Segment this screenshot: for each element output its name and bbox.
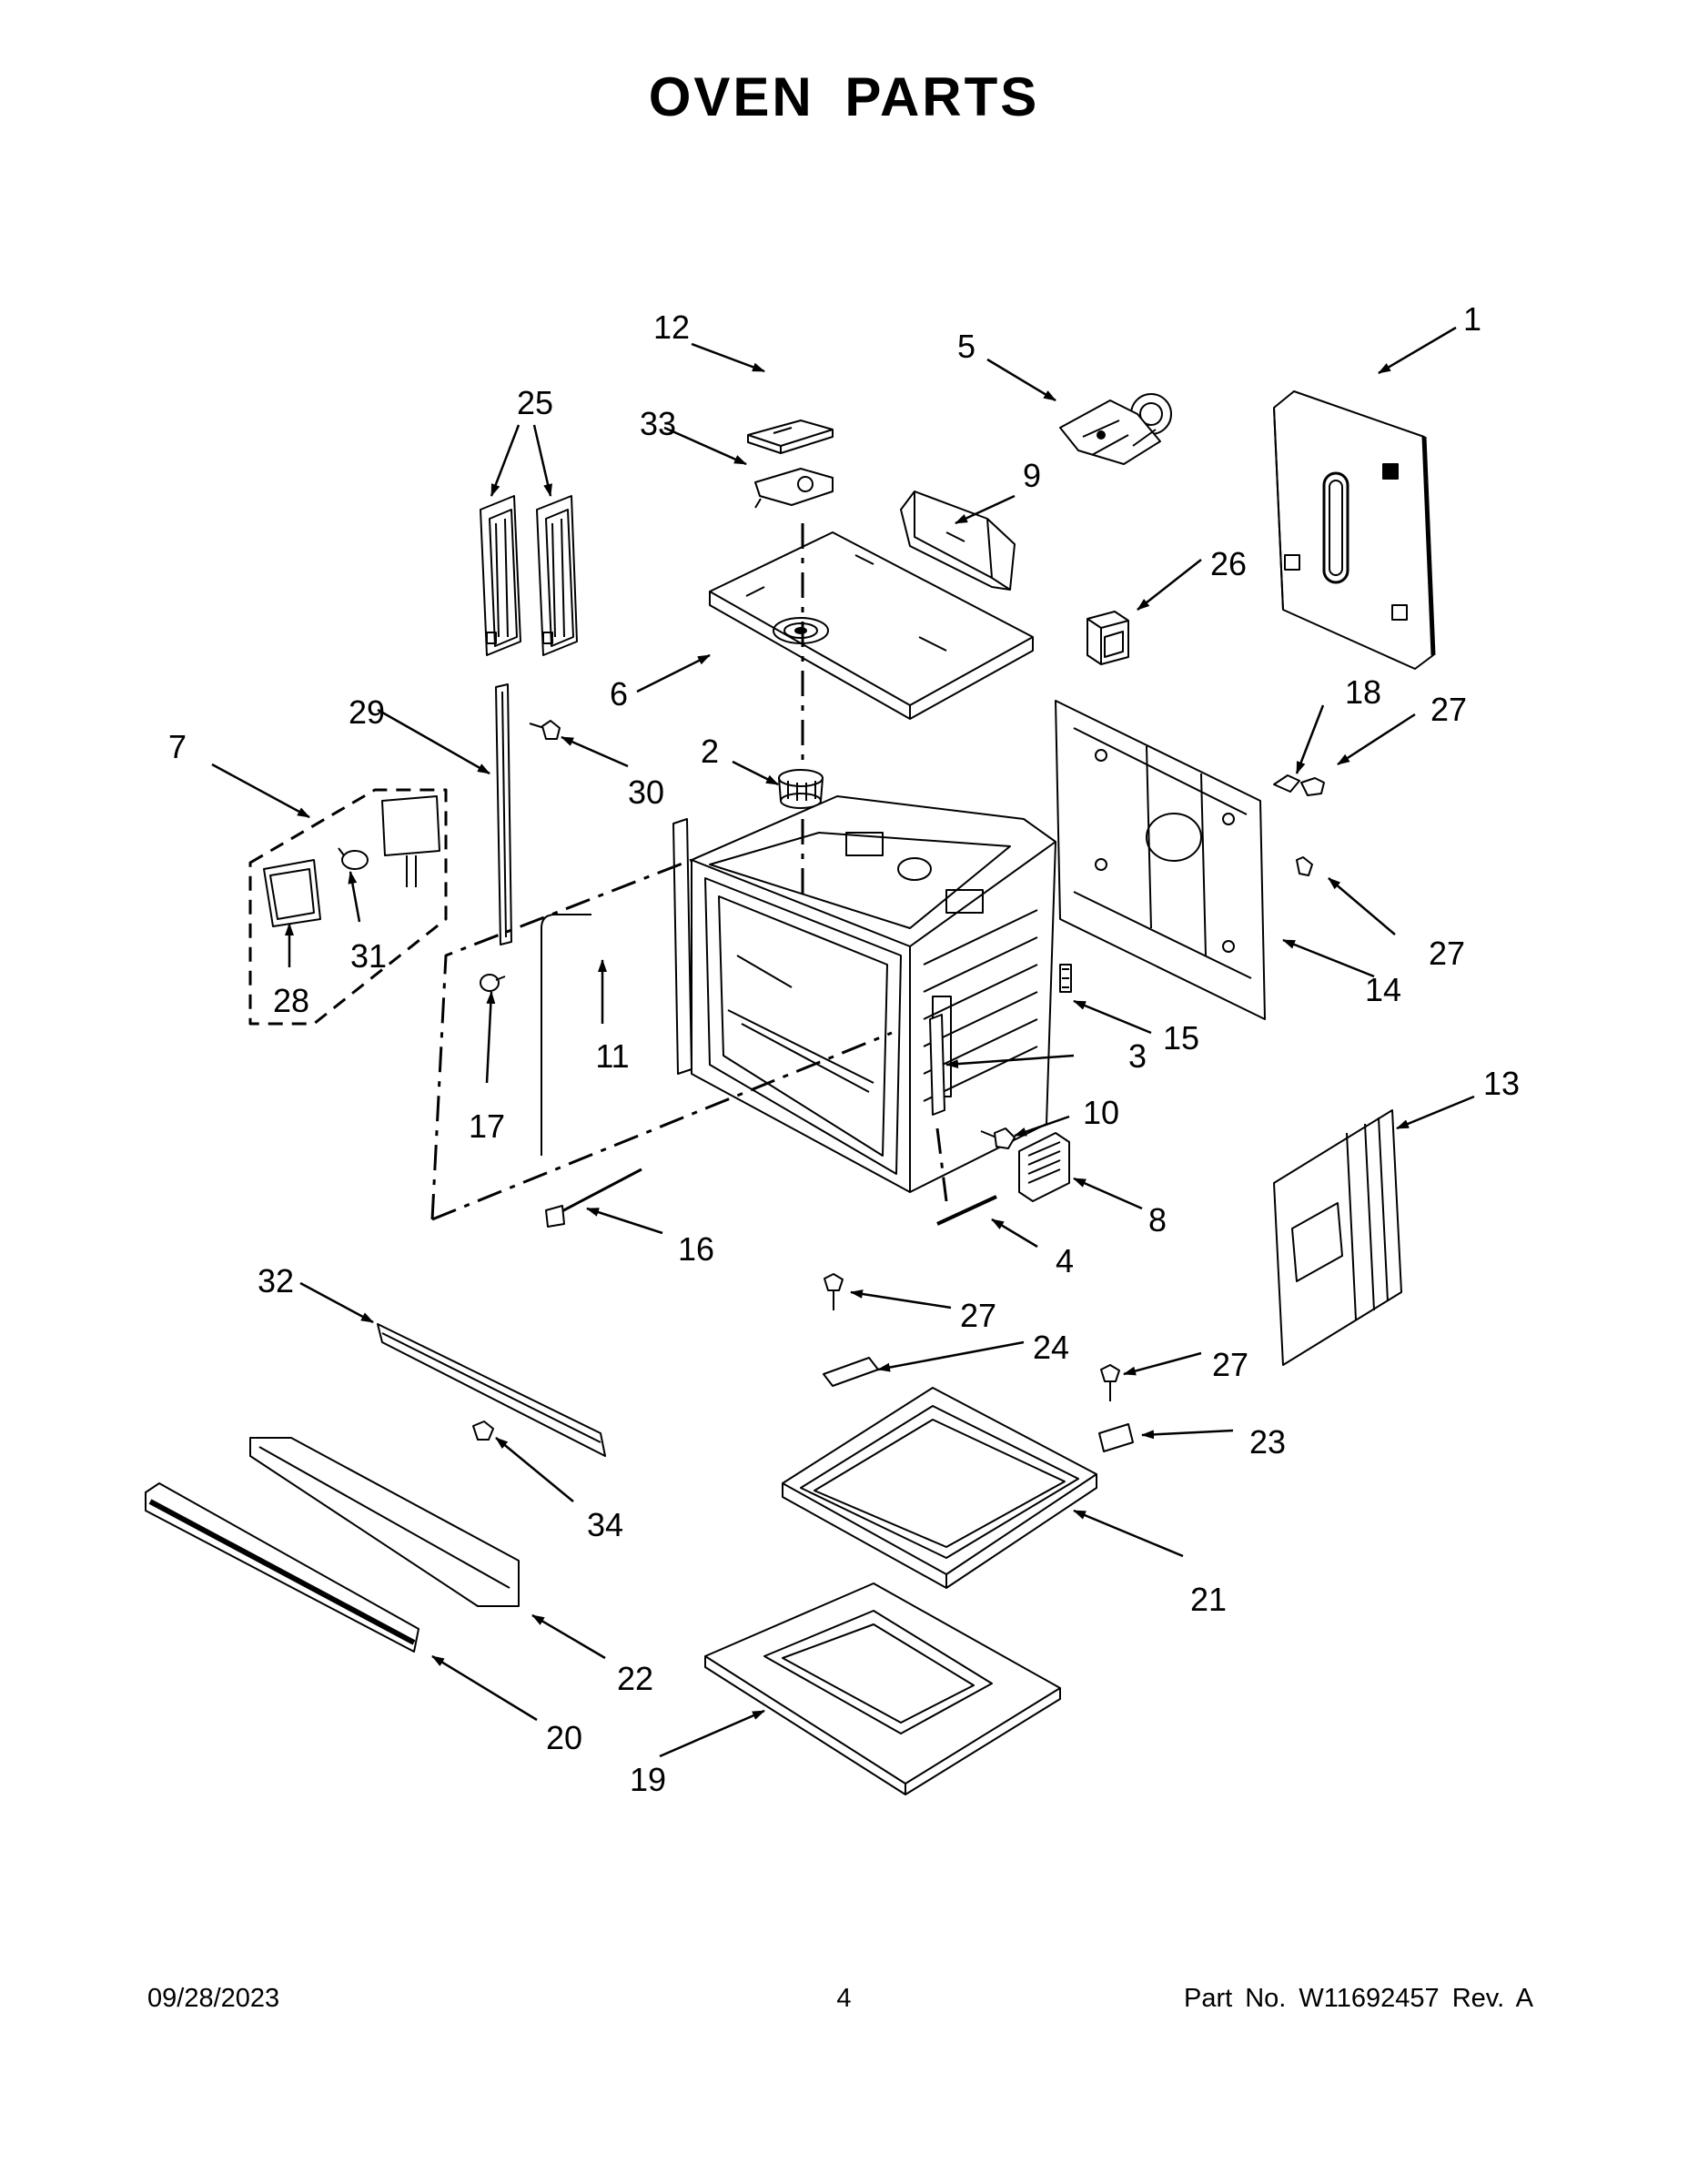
bottom-panel-part	[704, 1582, 1061, 1795]
trim-bar-20-part	[145, 1482, 419, 1653]
callout-6: 6	[610, 675, 628, 713]
side-panel-part	[1055, 700, 1266, 1020]
screw-27-mid-part	[824, 1273, 844, 1310]
callout-5: 5	[957, 328, 975, 365]
control-assembly-group	[248, 788, 448, 1026]
callout-17: 17	[469, 1107, 505, 1145]
callout-28: 28	[273, 982, 309, 1019]
screw-30-part	[529, 720, 561, 740]
oven-cavity-part	[672, 795, 1056, 1193]
bracket-plate-part	[747, 420, 834, 454]
screw-34-part	[472, 1421, 494, 1441]
hinge-bracket-23-part	[1098, 1423, 1134, 1452]
igniter-assembly-part	[1059, 393, 1172, 465]
vent-filter-part	[1018, 1132, 1070, 1202]
burner-bracket-part	[754, 468, 834, 509]
callout-8: 8	[1148, 1201, 1167, 1239]
mounting-bracket-part	[1087, 611, 1129, 665]
screw-27-lower-part	[1100, 1364, 1120, 1401]
heating-element-bar-part	[929, 1014, 945, 1116]
callout-30: 30	[628, 774, 664, 811]
leader-arrows	[211, 326, 1475, 1758]
callout-25: 25	[517, 384, 553, 421]
hinge-bracket-24-part	[823, 1357, 879, 1387]
callout-11: 11	[595, 1037, 629, 1075]
callout-23: 23	[1249, 1423, 1286, 1461]
door-seal-strip-part	[495, 683, 512, 945]
sensor-rod-part	[936, 1195, 997, 1226]
convection-motor-part	[778, 769, 824, 809]
callout-24: 24	[1033, 1329, 1069, 1366]
callout-32: 32	[258, 1262, 294, 1299]
callout-numbers: 1 2 3 4 5 6 7 8 9 10 11 12 13 14 15 16 1…	[168, 300, 1520, 1798]
footer-page-number: 4	[836, 1984, 852, 2013]
callout-22: 22	[617, 1660, 653, 1697]
callout-14: 14	[1365, 971, 1401, 1008]
callout-4: 4	[1056, 1242, 1074, 1279]
callout-21: 21	[1190, 1581, 1227, 1618]
support-strip-22-part	[249, 1437, 520, 1607]
callout-15: 15	[1163, 1019, 1199, 1057]
callout-9: 9	[1023, 457, 1041, 494]
footer-part-number: Part No. W11692457 Rev. A	[1183, 1984, 1533, 2013]
callout-3: 3	[1128, 1037, 1147, 1075]
top-panel-part	[709, 531, 1034, 720]
side-cover-part	[1273, 1109, 1402, 1366]
callout-7: 7	[168, 728, 187, 765]
callout-12: 12	[653, 308, 690, 346]
callout-29: 29	[349, 693, 385, 731]
sensor-wire-part	[541, 914, 591, 1156]
callout-19: 19	[630, 1761, 666, 1798]
side-panel-pair-part	[480, 495, 578, 656]
callout-1: 1	[1463, 300, 1481, 338]
callout-27-lower: 27	[1212, 1346, 1248, 1383]
callout-33: 33	[640, 405, 676, 442]
temperature-probe-part	[545, 1168, 642, 1228]
knob-part	[480, 974, 506, 992]
callout-20: 20	[546, 1719, 582, 1756]
callout-18: 18	[1345, 673, 1381, 711]
callout-27-upper: 27	[1430, 691, 1467, 728]
callout-31: 31	[350, 937, 387, 975]
callout-27-right: 27	[1429, 935, 1465, 972]
screw-27-upper-right-part	[1300, 777, 1325, 796]
trim-rail-32-part	[377, 1323, 606, 1457]
connector-block-part	[1059, 964, 1072, 993]
screw-10-part	[980, 1127, 1016, 1149]
clip-part	[1273, 774, 1300, 793]
callout-27-mid: 27	[960, 1297, 996, 1334]
rear-panel-part	[1273, 390, 1436, 670]
alignment-lines	[430, 523, 948, 1221]
bottom-frame-part	[782, 1387, 1097, 1589]
callout-16: 16	[678, 1230, 714, 1268]
callout-13: 13	[1483, 1065, 1520, 1102]
vent-duct-part	[900, 490, 1016, 591]
callout-10: 10	[1083, 1094, 1119, 1131]
callout-26: 26	[1210, 545, 1247, 582]
callout-2: 2	[701, 733, 719, 770]
page-title: OVEN PARTS	[648, 66, 1040, 127]
screw-27-right-part	[1296, 856, 1313, 876]
footer-date: 09/28/2023	[147, 1984, 280, 2013]
callout-34: 34	[587, 1506, 623, 1543]
